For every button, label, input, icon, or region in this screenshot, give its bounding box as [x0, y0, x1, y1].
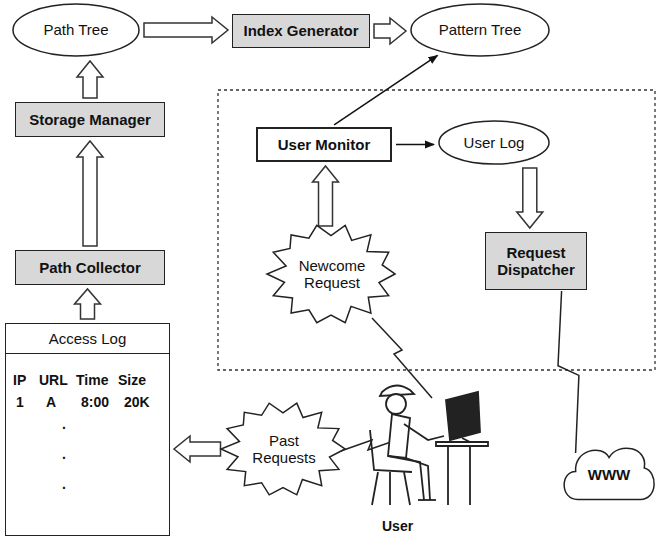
- table-cell: .: [62, 446, 66, 462]
- table-cell: .: [62, 476, 66, 492]
- block-arrow: [75, 289, 101, 319]
- node-label: Pattern Tree: [439, 21, 522, 38]
- ellipse-outline: [439, 121, 549, 164]
- log-table: Access LogIP URL Time Size 1 A 8:00 20K...: [5, 323, 170, 536]
- node-label: User Monitor: [278, 136, 371, 153]
- table-cell: A: [46, 394, 56, 410]
- process-box: Index Generator: [232, 14, 370, 48]
- cloud-outline: [564, 448, 654, 499]
- ellipse-outline: [411, 4, 549, 56]
- process-box: Path Collector: [15, 250, 165, 285]
- table-cell: 8:00: [81, 394, 109, 410]
- data-ellipse: Path Tree: [12, 3, 140, 57]
- node-label: Past Requests: [246, 432, 323, 467]
- node-label: Path Tree: [43, 21, 108, 38]
- node-label: Storage Manager: [29, 111, 151, 128]
- burst-outline: [221, 403, 345, 495]
- table-cell: Time: [76, 372, 108, 388]
- figure-label: User: [382, 518, 413, 534]
- node-label: WWW: [588, 466, 630, 483]
- block-arrow: [313, 166, 339, 226]
- block-arrow: [77, 141, 103, 246]
- node-label: Path Collector: [39, 259, 141, 276]
- monitor-region: [218, 90, 655, 370]
- arrow-line: [334, 55, 437, 124]
- data-ellipse: Pattern Tree: [410, 3, 550, 57]
- process-box: User Monitor: [256, 127, 392, 162]
- table-cell: URL: [39, 372, 68, 388]
- burst-outline: [267, 225, 395, 322]
- table-heading: Access Log: [6, 324, 169, 354]
- block-arrow: [144, 17, 228, 43]
- data-ellipse: User Log: [438, 120, 550, 165]
- table-cell: Size: [118, 372, 146, 388]
- arrow-line: [396, 144, 434, 146]
- table-cell: 20K: [124, 394, 150, 410]
- request-burst: Past Requests: [221, 402, 347, 496]
- node-label: Newcome Request: [292, 257, 371, 292]
- block-arrow: [77, 61, 103, 98]
- process-box: Request Dispatcher: [485, 232, 587, 290]
- lightning-link: [558, 291, 579, 453]
- table-cell: .: [62, 416, 66, 432]
- table-cell: 1: [16, 394, 24, 410]
- node-label: Request Dispatcher: [492, 244, 580, 279]
- node-label: User Log: [464, 134, 525, 151]
- block-arrow: [174, 436, 221, 462]
- request-bolt: [372, 318, 432, 398]
- process-box: Storage Manager: [15, 102, 165, 137]
- node-label: Index Generator: [243, 22, 358, 39]
- ellipse-outline: [13, 4, 139, 56]
- block-arrow: [517, 168, 543, 228]
- request-burst: Newcome Request: [267, 224, 398, 324]
- user-figure: [370, 385, 488, 505]
- block-arrow: [374, 18, 406, 44]
- www-cloud: WWW: [560, 440, 658, 510]
- table-cell: IP: [13, 372, 26, 388]
